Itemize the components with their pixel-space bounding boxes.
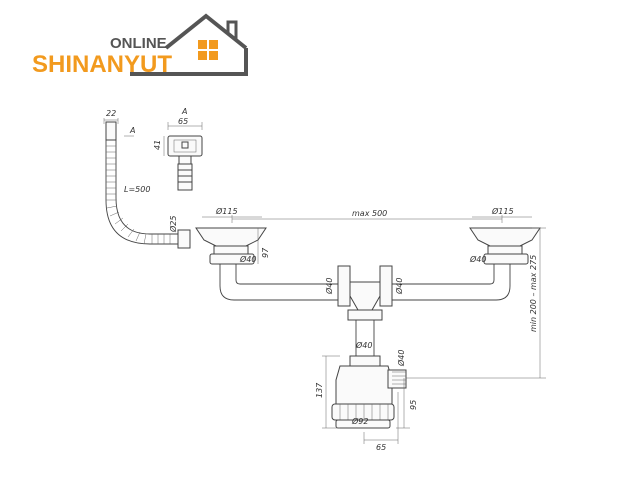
dim-d25: Ø25 xyxy=(168,216,178,233)
dim-line-max500 xyxy=(202,215,532,223)
dim-d92: Ø92 xyxy=(351,416,368,426)
dim-d115-right: Ø115 xyxy=(491,206,514,216)
dim-d40-left: Ø40 xyxy=(239,254,256,264)
dim-65-bottom: 65 xyxy=(376,443,386,452)
dim-41: 41 xyxy=(153,140,162,150)
bottle-trap xyxy=(331,365,407,429)
dim-min-max: min 200 – max 275 xyxy=(529,255,538,332)
dim-d40-tr: Ø40 xyxy=(394,278,404,295)
logo-name: SHINANYUT xyxy=(32,51,172,78)
shinanyut-logo: ONLINE SHINANYUT xyxy=(32,13,248,78)
dim-d40-center: Ø40 xyxy=(355,340,372,350)
dim-d40-right: Ø40 xyxy=(469,254,486,264)
overflow-grate-side xyxy=(103,118,134,141)
house-icon xyxy=(130,13,248,76)
left-sink-drain xyxy=(195,227,267,265)
dim-137: 137 xyxy=(315,382,324,398)
dim-d40-side: Ø40 xyxy=(396,350,406,367)
dim-95: 95 xyxy=(409,400,418,410)
logo-prefix: ONLINE xyxy=(110,35,167,52)
dim-d115-left: Ø115 xyxy=(215,206,238,216)
dim-max500: max 500 xyxy=(352,209,387,218)
dim-d40-tl: Ø40 xyxy=(324,278,334,295)
dim-hose-length: L=500 xyxy=(124,185,150,194)
dim-97: 97 xyxy=(261,247,270,258)
corrugated-hose xyxy=(105,140,191,249)
dim-a-arrow: A xyxy=(129,126,135,135)
trap-dimension-lines xyxy=(322,355,410,444)
t-junction xyxy=(337,265,393,321)
dim-22: 22 xyxy=(106,109,116,118)
dim-65-top: 65 xyxy=(178,117,188,126)
height-dimension xyxy=(406,227,546,379)
view-a-grate xyxy=(163,122,203,191)
view-a-label: A xyxy=(181,107,187,116)
connecting-pipe xyxy=(219,264,511,301)
